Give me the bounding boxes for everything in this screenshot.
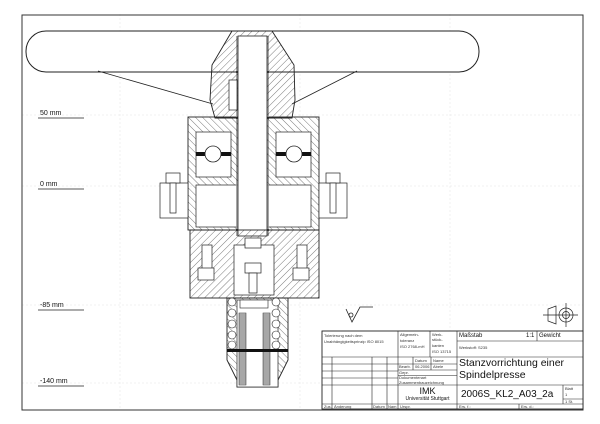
dimension-label-50: 50 mm — [40, 110, 62, 117]
checked-label: Gepr. — [399, 369, 409, 375]
dimension-label-0: 0 mm — [40, 181, 58, 188]
drawn-name: Abele — [433, 364, 444, 369]
dimension-label-minus85: -85 mm — [40, 302, 64, 309]
weight-label: Gewicht — [539, 333, 561, 339]
scale-value: 1:1 — [526, 333, 535, 339]
origin-label: Urspr. — [400, 404, 411, 409]
tolerance-note: Tolerierung nach dem Unabhängigkeitsprin… — [324, 333, 384, 344]
replaces-label: Ers. f.: — [459, 404, 471, 409]
doc-type-label: Dokumentenart — [399, 375, 427, 380]
general-tolerance-2: toleranz — [400, 338, 415, 343]
spring-coils — [227, 297, 281, 350]
change-label: Änderung — [334, 404, 352, 409]
general-tolerance-3: ISO 2768-mH — [400, 344, 425, 349]
projection-symbol — [543, 303, 578, 327]
material: Werkstoff: S235 — [459, 345, 488, 350]
edges-4: ISO 13715 — [432, 349, 452, 354]
drawing-frame — [21, 14, 584, 411]
doc-type: Zusammenbauzeichnung — [399, 379, 444, 385]
general-tolerance-1: Allgemein- — [400, 332, 419, 337]
surface-finish-symbol — [345, 306, 373, 323]
title-block — [321, 330, 584, 410]
drawing-title-line1: Stanzvorrichtung einer — [459, 357, 565, 369]
edges-3: kanten — [432, 343, 445, 348]
drawn-date: 06.2006 — [415, 364, 430, 369]
drawing-title-line2: Spindelpresse — [459, 369, 526, 381]
spindle — [237, 35, 268, 237]
sheet-value: 1 — [565, 392, 568, 397]
name-label: Nam — [388, 404, 397, 409]
replaced-by-label: Ers. d.: — [521, 404, 534, 409]
sheet-label: Blatt — [565, 386, 574, 391]
university: Universität Stuttgart — [405, 396, 450, 402]
dimension-label-minus140: -140 mm — [40, 378, 68, 385]
side-bolts — [159, 172, 348, 219]
date-label: Datum — [373, 404, 385, 409]
date-header: Datum — [415, 357, 427, 363]
rev-label: Zus. — [324, 404, 332, 409]
dimension-lines — [38, 117, 84, 387]
institute: IMK — [419, 385, 436, 396]
drawing-number: 2006S_KL2_A03_2a — [461, 389, 554, 400]
scale-label: Maßstab — [459, 333, 483, 339]
edges-2: stück- — [432, 337, 443, 342]
edges-1: Werk- — [432, 332, 443, 337]
name-header: Name — [433, 357, 444, 363]
drawn-label: Bearb. — [399, 364, 411, 369]
sheet-of: 1 St. — [565, 398, 574, 404]
